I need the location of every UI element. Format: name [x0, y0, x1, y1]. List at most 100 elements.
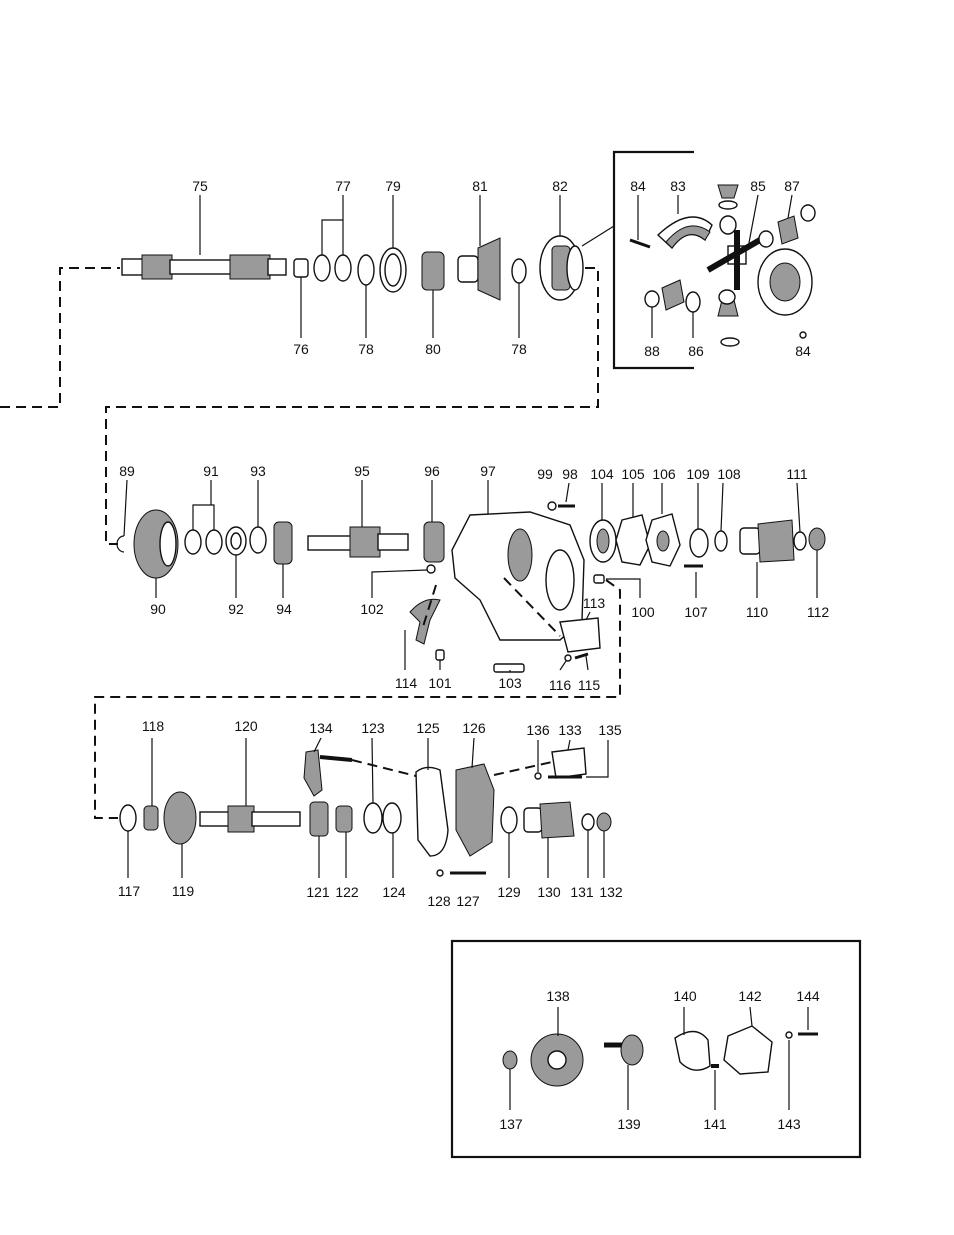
plug-100: [593, 574, 605, 584]
label-121: 121: [306, 884, 330, 900]
washer-88: [644, 290, 660, 308]
bearing-91b: [205, 529, 223, 555]
fork-134: [303, 749, 323, 797]
label-124: 124: [382, 884, 406, 900]
label-91: 91: [203, 463, 219, 479]
ring-108: [714, 530, 728, 552]
label-86: 86: [688, 343, 704, 359]
seal-109: [689, 528, 709, 558]
gasket-125: [415, 766, 449, 857]
nut-112: [808, 527, 826, 551]
label-81: 81: [472, 178, 488, 194]
gasket-140: [674, 1030, 711, 1071]
label-84b: 84: [795, 343, 811, 359]
label-135: 135: [598, 722, 622, 738]
label-127: 127: [456, 893, 480, 909]
label-120: 120: [234, 718, 258, 734]
ring-77a: [313, 254, 331, 282]
bolt-84: [629, 238, 651, 249]
label-123: 123: [361, 720, 385, 736]
label-99: 99: [537, 466, 553, 482]
label-97: 97: [480, 463, 496, 479]
label-139: 139: [617, 1116, 641, 1132]
gasket-105: [615, 514, 651, 566]
nut-132: [596, 812, 612, 832]
label-105: 105: [621, 466, 645, 482]
washer-131: [581, 813, 595, 831]
label-78b: 78: [511, 341, 527, 357]
row-3-components: [119, 747, 612, 877]
nut-99: [547, 501, 557, 511]
bearing-96: [423, 521, 445, 563]
label-80: 80: [425, 341, 441, 357]
label-87: 87: [784, 178, 800, 194]
ring-78b: [511, 258, 527, 284]
label-85: 85: [750, 178, 766, 194]
gear-94: [273, 521, 293, 565]
label-141: 141: [703, 1116, 727, 1132]
label-111: 111: [786, 466, 807, 482]
label-134: 134: [309, 720, 333, 736]
label-92: 92: [228, 601, 244, 617]
label-98: 98: [562, 466, 578, 482]
label-94: 94: [276, 601, 292, 617]
seal-129: [500, 806, 518, 834]
cover-133: [551, 747, 587, 779]
bushing-76: [293, 258, 309, 278]
label-104: 104: [590, 466, 614, 482]
label-96: 96: [424, 463, 440, 479]
label-131: 131: [570, 884, 594, 900]
oil-pump-detail-box: [450, 939, 862, 1159]
label-129: 129: [497, 884, 521, 900]
gear-119: [163, 791, 197, 845]
bushing-86: [685, 291, 701, 313]
label-130: 130: [537, 884, 561, 900]
label-118: 118: [142, 718, 165, 734]
label-142: 142: [738, 988, 762, 1004]
transfer-case-97: [451, 511, 585, 641]
bolt-103: [493, 663, 525, 673]
label-78a: 78: [358, 341, 374, 357]
label-102: 102: [360, 601, 384, 617]
bolt-115: [574, 652, 589, 660]
washer-128: [436, 869, 444, 877]
plug-101: [435, 649, 445, 661]
ring-78a: [357, 254, 375, 286]
label-84a: 84: [630, 178, 646, 194]
label-122: 122: [335, 884, 359, 900]
ring-77b: [334, 254, 352, 282]
label-115: 115: [578, 677, 601, 693]
shaft-75: [121, 254, 287, 280]
row-1-components: [121, 235, 584, 301]
nut-137: [502, 1050, 518, 1070]
pinion-81: [457, 237, 501, 301]
label-90: 90: [150, 601, 166, 617]
washer-136: [534, 772, 542, 780]
label-93: 93: [250, 463, 266, 479]
case-half-other: [757, 248, 813, 316]
ring-93: [249, 526, 267, 554]
bearing-118: [143, 805, 159, 831]
ball-102: [426, 564, 436, 574]
label-103: 103: [498, 675, 522, 691]
label-126: 126: [462, 720, 486, 736]
label-138: 138: [546, 988, 570, 1004]
race-123: [363, 802, 383, 834]
label-107: 107: [684, 604, 708, 620]
row-2-components: [116, 501, 826, 673]
washer-116: [564, 654, 572, 662]
label-100: 100: [631, 604, 655, 620]
label-89: 89: [119, 463, 135, 479]
part-number-labels: 75 76 77 78 79 80 81 78 82 84 83 85 87 8…: [118, 178, 830, 1132]
differential-detail-box: [581, 150, 816, 370]
label-83: 83: [670, 178, 686, 194]
cover-142: [723, 1025, 773, 1075]
label-95: 95: [354, 463, 370, 479]
label-82: 82: [552, 178, 568, 194]
nut-84: [799, 331, 807, 339]
cover-113: [559, 617, 601, 653]
pinion-87: [777, 215, 799, 245]
bearing-122: [335, 805, 353, 833]
bearing-117: [119, 804, 137, 832]
